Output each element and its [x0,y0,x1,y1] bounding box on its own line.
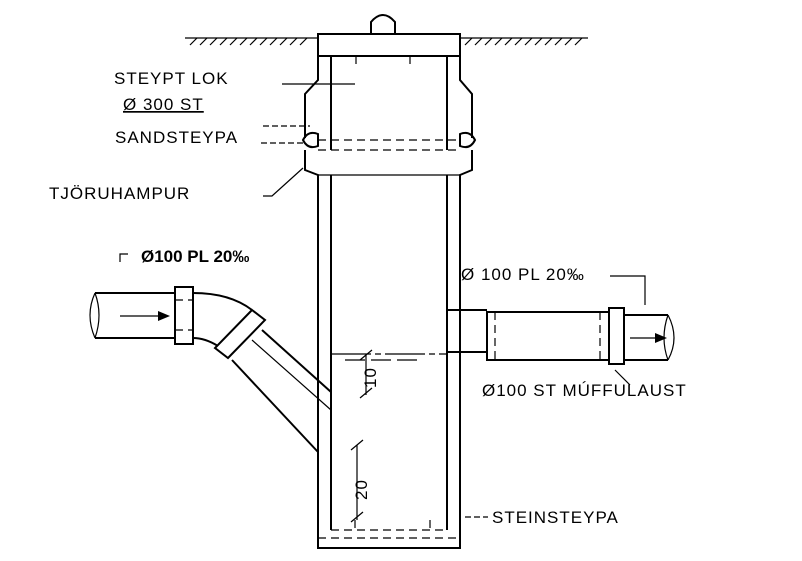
left-inlet-pipe [89,286,332,453]
outlet-label: Ø100 ST MÚFFULAUST [482,381,687,400]
sand-concrete-label: SANDSTEYPA [115,128,238,147]
leader-lines [119,83,646,518]
base-concrete [354,520,431,530]
base-concrete-label: STEINSTEYPA [492,508,619,527]
right-outlet-pipe [447,307,675,365]
cover-label: STEYPT LOK [114,69,229,88]
lower-shaft [304,150,473,549]
dimension-water-depth [359,349,373,399]
sand-concrete-joint [301,131,477,149]
water-level [331,353,447,361]
inlet-right-label: Ø 100 PL 20‰ [461,265,585,284]
pipe-main-label: Ø 300 ST [123,95,204,114]
dim-base-label: 20 [352,479,371,500]
dim-water-label: 10 [361,367,380,388]
upper-shaft [304,56,473,151]
inlet-left-label: Ø100 PL 20‰ [141,247,249,266]
dimension-base-depth [350,439,364,523]
cover-lid [317,14,461,66]
tar-hemp-label: TJÖRUHAMPUR [49,184,190,203]
ground-surface [185,37,588,46]
